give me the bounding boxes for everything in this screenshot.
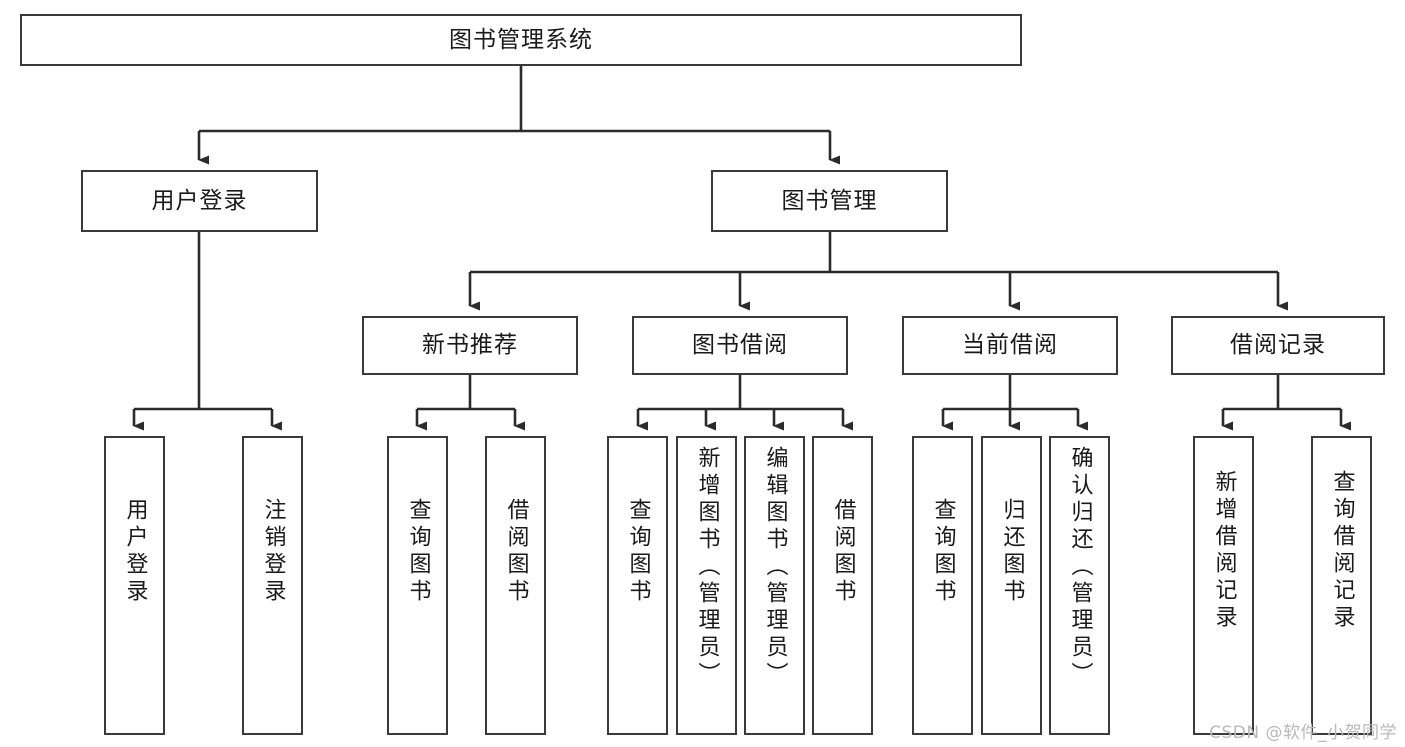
node-label: 查询借阅记录: [1329, 470, 1355, 632]
node-user-login[interactable]: 用户登录: [81, 170, 318, 232]
node-label: 用户登录: [151, 187, 248, 214]
node-label: 借阅图书: [830, 498, 856, 606]
leaf-recommend-query-book[interactable]: 查询图书: [387, 436, 448, 735]
node-label: 图书管理: [781, 187, 878, 214]
leaf-current-confirm-return-admin[interactable]: 确认归还（管理员）: [1049, 436, 1110, 735]
node-book-management[interactable]: 图书管理: [711, 170, 948, 232]
node-label: 图书管理系统: [449, 26, 593, 53]
leaf-borrow-borrow-book[interactable]: 借阅图书: [812, 436, 873, 735]
node-label: 用户登录: [122, 498, 148, 606]
node-book-borrow[interactable]: 图书借阅: [632, 316, 848, 375]
node-label: 借阅图书: [503, 498, 529, 606]
leaf-current-query-book[interactable]: 查询图书: [912, 436, 973, 735]
csdn-watermark: CSDN @软件_小贺同学: [1209, 723, 1397, 743]
leaf-recommend-borrow-book[interactable]: 借阅图书: [485, 436, 546, 735]
node-current-borrow[interactable]: 当前借阅: [902, 316, 1118, 375]
node-new-book-recommend[interactable]: 新书推荐: [362, 316, 578, 375]
node-label: 归还图书: [999, 498, 1025, 606]
node-borrow-record[interactable]: 借阅记录: [1171, 316, 1385, 375]
node-label: 注销登录: [260, 498, 286, 606]
leaf-borrow-edit-book-admin[interactable]: 编辑图书（管理员）: [744, 436, 805, 735]
leaf-user-login-signout[interactable]: 注销登录: [242, 436, 303, 735]
leaf-borrow-add-book-admin[interactable]: 新增图书（管理员）: [676, 436, 737, 735]
leaf-user-login-signin[interactable]: 用户登录: [104, 436, 165, 735]
node-label: 查询图书: [930, 498, 956, 606]
node-label: 新书推荐: [422, 332, 518, 359]
leaf-record-query-record[interactable]: 查询借阅记录: [1311, 436, 1372, 735]
node-label: 图书借阅: [692, 332, 788, 359]
node-root-system[interactable]: 图书管理系统: [20, 14, 1022, 66]
node-label: 查询图书: [405, 498, 431, 606]
leaf-record-add-record[interactable]: 新增借阅记录: [1193, 436, 1254, 735]
node-label: 当前借阅: [962, 332, 1058, 359]
node-label: 确认归还（管理员）: [1067, 446, 1093, 689]
leaf-borrow-query-book[interactable]: 查询图书: [607, 436, 668, 735]
node-label: 新增借阅记录: [1211, 470, 1237, 632]
leaf-current-return-book[interactable]: 归还图书: [981, 436, 1042, 735]
node-label: 新增图书（管理员）: [694, 446, 720, 689]
node-label: 查询图书: [625, 498, 651, 606]
node-label: 借阅记录: [1230, 332, 1326, 359]
node-label: 编辑图书（管理员）: [762, 446, 788, 689]
